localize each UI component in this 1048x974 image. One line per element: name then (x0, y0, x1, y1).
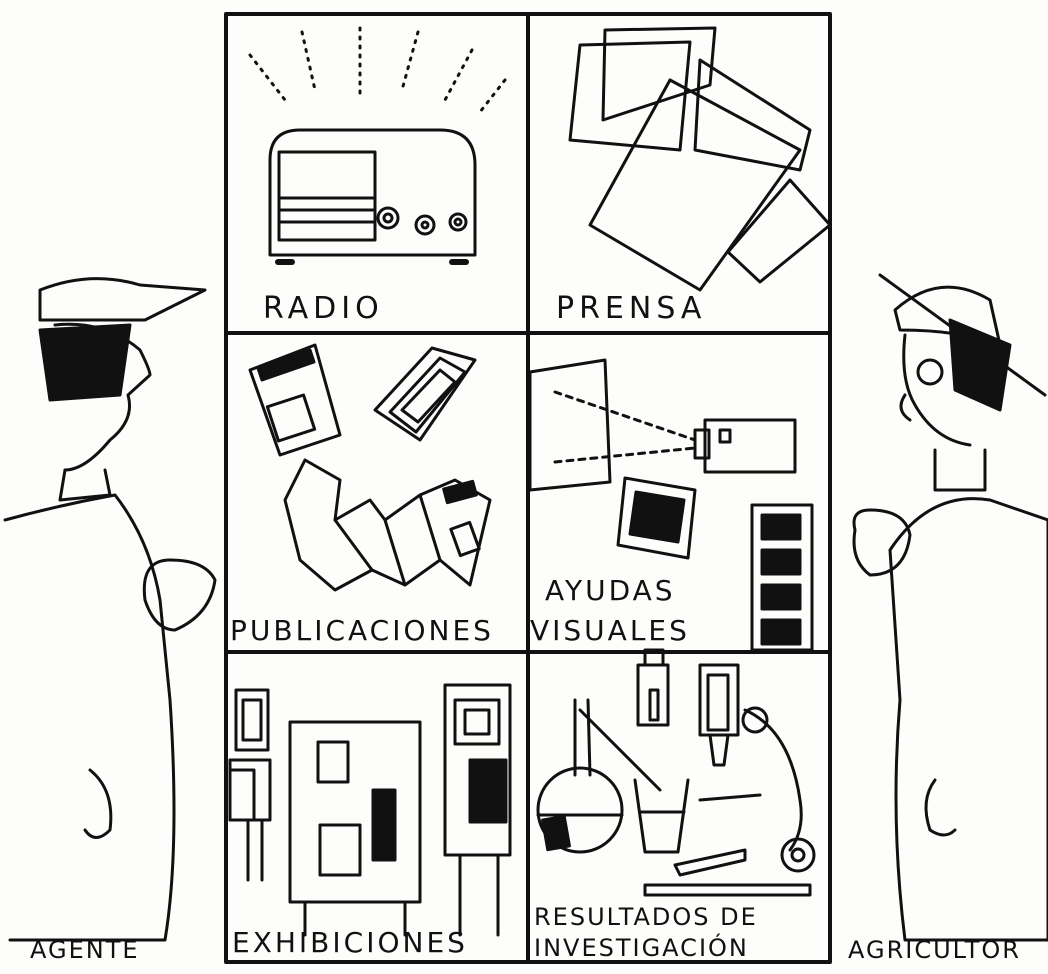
label-prensa: PRENSA (556, 291, 706, 326)
prensa-drawing (570, 28, 830, 290)
label-investigacion: INVESTIGACIÓN (534, 932, 749, 962)
agricultor-figure (854, 275, 1048, 940)
label-agricultor: AGRICULTOR (848, 936, 1021, 964)
label-exhibiciones: EXHIBICIONES (232, 926, 468, 959)
radio-drawing (250, 28, 505, 262)
label-ayudas: AYUDAS (545, 574, 676, 607)
label-radio: RADIO (263, 291, 384, 326)
agente-figure (5, 279, 215, 940)
label-visuales: VISUALES (530, 614, 690, 647)
resultados-drawing (538, 650, 814, 895)
label-agente: AGENTE (30, 936, 140, 964)
label-publicaciones: PUBLICACIONES (230, 614, 494, 647)
publicaciones-drawing (250, 345, 490, 590)
exhibiciones-drawing (230, 685, 510, 935)
label-resultados: RESULTADOS DE (534, 903, 758, 931)
